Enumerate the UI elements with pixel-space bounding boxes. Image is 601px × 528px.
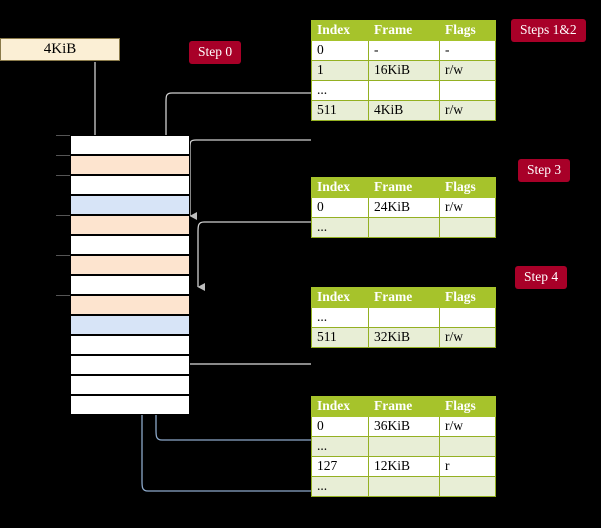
- memory-tick-4: [56, 215, 70, 216]
- cell-frame: [368, 80, 440, 101]
- memory-frame-slot-7: [70, 275, 190, 295]
- column-header-index: Index: [311, 177, 369, 198]
- column-header-frame: Frame: [368, 20, 440, 41]
- wire-step4: [177, 312, 311, 365]
- cell-frame: 4KiB: [368, 100, 440, 121]
- table-row: ...: [311, 476, 496, 497]
- cell-flags: [439, 217, 496, 238]
- column-header-flags: Flags: [439, 287, 496, 308]
- badge-step-0: Step 0: [189, 41, 242, 64]
- memory-frame-slot-13: [70, 395, 190, 415]
- cell-index: ...: [311, 217, 369, 238]
- wire-step3: [197, 221, 311, 291]
- cell-flags: [439, 436, 496, 457]
- memory-tick-8: [56, 295, 70, 296]
- column-header-index: Index: [311, 287, 369, 308]
- cell-flags: r/w: [439, 100, 496, 121]
- memory-tick-1: [56, 155, 70, 156]
- cell-index: ...: [311, 476, 369, 497]
- cell-flags: -: [439, 40, 496, 61]
- badge-step-3: Step 3: [518, 159, 571, 182]
- cell-flags: r/w: [439, 197, 496, 218]
- memory-frame-slot-8: [70, 295, 190, 315]
- memory-frame-slot-2: [70, 175, 190, 195]
- cell-index: 0: [311, 416, 369, 437]
- memory-frame-slot-12: [70, 375, 190, 395]
- cell-frame: [368, 217, 440, 238]
- cell-flags: r/w: [439, 60, 496, 81]
- table-row: ...: [311, 436, 496, 457]
- memory-frame-slot-5: [70, 235, 190, 255]
- cell-index: ...: [311, 436, 369, 457]
- source-box-4kib: 4KiB: [0, 38, 120, 61]
- column-header-frame: Frame: [368, 287, 440, 308]
- cell-frame: 12KiB: [368, 456, 440, 477]
- column-header-index: Index: [311, 396, 369, 417]
- table-row: ...: [311, 307, 496, 328]
- badge-steps-1-2: Steps 1&2: [511, 19, 586, 42]
- table-row: 0--: [311, 40, 496, 61]
- cell-frame: [368, 307, 440, 328]
- memory-frame-slot-1: [70, 155, 190, 175]
- cell-flags: r: [439, 456, 496, 477]
- memory-tick-2: [56, 175, 70, 176]
- memory-tick-0: [56, 135, 70, 136]
- cell-frame: 36KiB: [368, 416, 440, 437]
- memory-frame-slot-0: [70, 135, 190, 155]
- source-box-label: 4KiB: [43, 41, 77, 57]
- cell-frame: [368, 436, 440, 457]
- cell-index: 511: [311, 100, 369, 121]
- cell-frame: 24KiB: [368, 197, 440, 218]
- table-row: ...: [311, 217, 496, 238]
- memory-frame-slot-6: [70, 255, 190, 275]
- memory-tick-6: [56, 255, 70, 256]
- cell-flags: [439, 307, 496, 328]
- cell-flags: [439, 80, 496, 101]
- cell-index: ...: [311, 307, 369, 328]
- table-row: ...: [311, 80, 496, 101]
- cell-index: 1: [311, 60, 369, 81]
- memory-frame-slot-11: [70, 355, 190, 375]
- cell-frame: -: [368, 40, 440, 61]
- cell-frame: 16KiB: [368, 60, 440, 81]
- memory-frame-slot-9: [70, 315, 190, 335]
- cell-index: 0: [311, 40, 369, 61]
- cell-flags: [439, 476, 496, 497]
- column-header-frame: Frame: [368, 177, 440, 198]
- column-header-flags: Flags: [439, 20, 496, 41]
- cell-index: 511: [311, 327, 369, 348]
- cell-flags: r/w: [439, 327, 496, 348]
- cell-flags: r/w: [439, 416, 496, 437]
- memory-frame-slot-10: [70, 335, 190, 355]
- cell-index: 0: [311, 197, 369, 218]
- cell-frame: [368, 476, 440, 497]
- cell-index: 127: [311, 456, 369, 477]
- column-header-index: Index: [311, 20, 369, 41]
- physical-memory-column: [70, 135, 190, 415]
- column-header-frame: Frame: [368, 396, 440, 417]
- memory-frame-slot-3: [70, 195, 190, 215]
- cell-index: ...: [311, 80, 369, 101]
- cell-frame: 32KiB: [368, 327, 440, 348]
- column-header-flags: Flags: [439, 396, 496, 417]
- badge-step-4: Step 4: [515, 266, 568, 289]
- column-header-flags: Flags: [439, 177, 496, 198]
- memory-frame-slot-4: [70, 215, 190, 235]
